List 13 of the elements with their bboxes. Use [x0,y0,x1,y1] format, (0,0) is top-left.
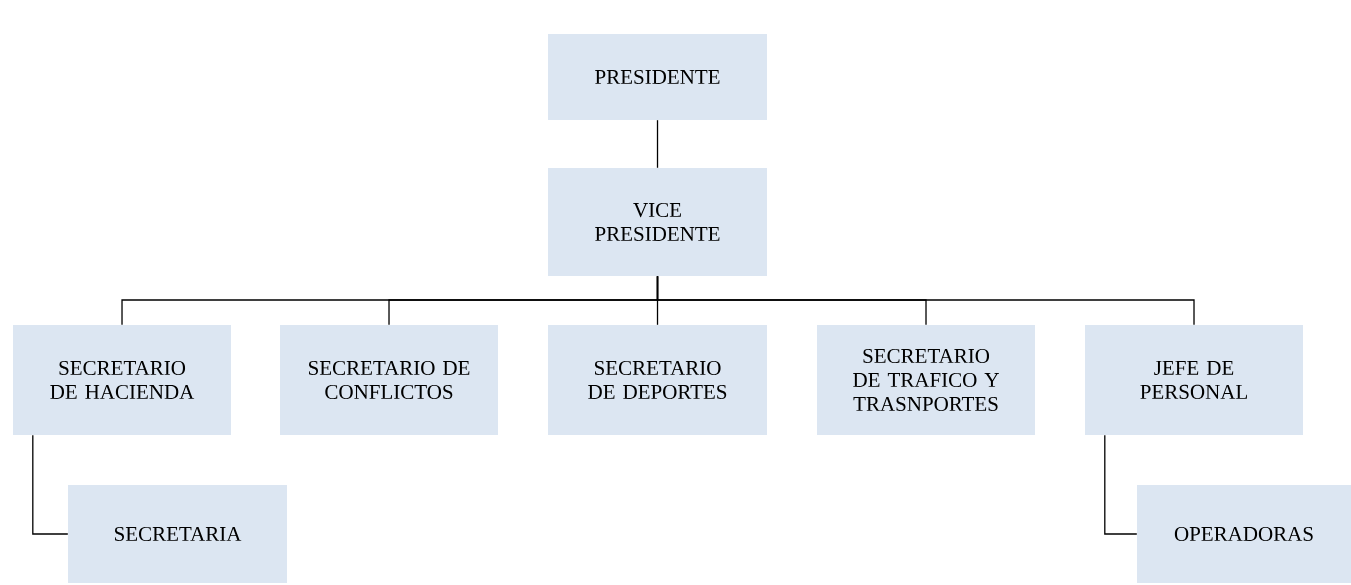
org-box: VICE PRESIDENTE [548,168,767,276]
connector-line [1104,434,1138,535]
connector-line [32,434,69,535]
org-box: PRESIDENTE [548,34,767,120]
org-box: SECRETARIA [68,485,287,583]
org-box: JEFE DE PERSONAL [1085,325,1303,435]
connector-line [656,275,1195,326]
org-box: SECRETARIO DE CONFLICTOS [280,325,498,435]
connector-line [656,119,659,169]
org-box: OPERADORAS [1137,485,1351,583]
org-box: SECRETARIO DE HACIENDA [13,325,231,435]
org-box: SECRETARIO DE DEPORTES [548,325,767,435]
org-box: SECRETARIO DE TRAFICO Y TRASNPORTES [817,325,1035,435]
